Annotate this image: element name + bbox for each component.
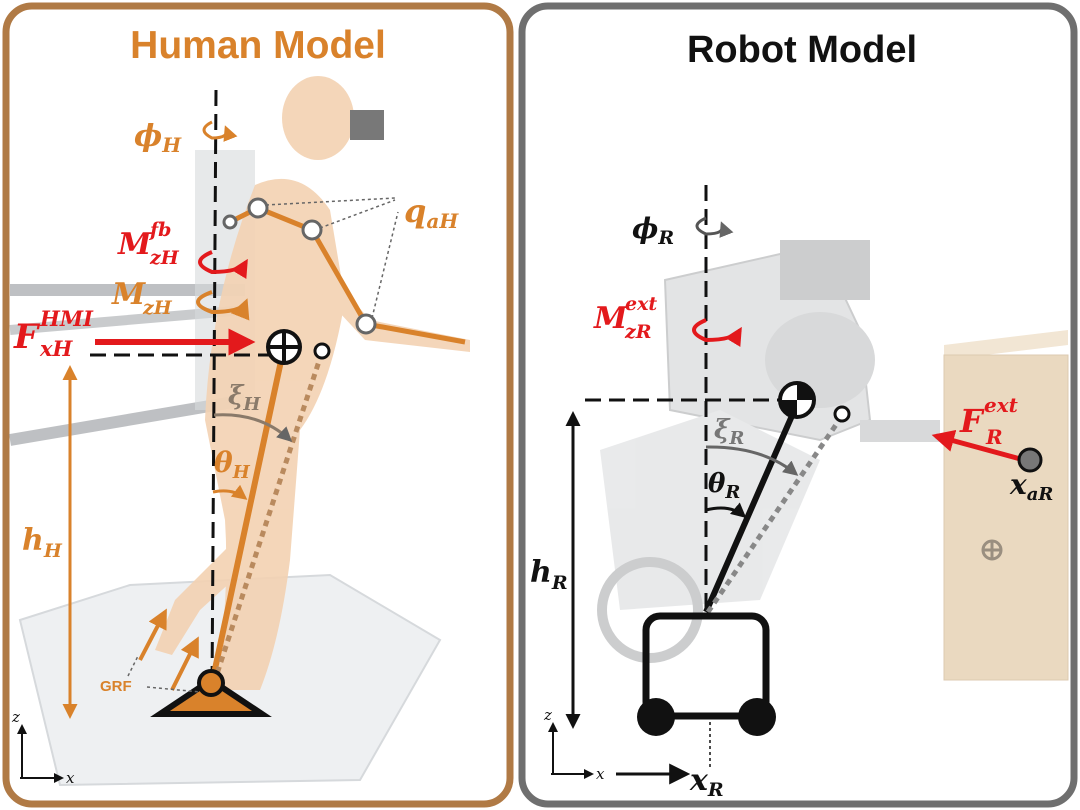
label-h-r: hR xyxy=(530,555,568,594)
grf-leader-2 xyxy=(146,686,201,693)
xi-h-arc xyxy=(213,413,293,443)
wheel-icon xyxy=(637,612,776,770)
robot-panel: Robot Model ϕR M ext zR F ext R ξR θR hR… xyxy=(518,2,1078,808)
svg-text:M: M xyxy=(593,301,628,336)
label-q-ah: qaH xyxy=(404,192,459,233)
m-z-rotation-icon xyxy=(196,290,250,321)
label-theta-r: θR xyxy=(708,469,740,503)
human-panel: Human Model ϕH qaH M fb zH M zH F HMI xH… xyxy=(2,2,514,808)
robot-axis-x-label: x xyxy=(596,765,605,783)
xi-r-arc xyxy=(705,445,799,476)
phi-h-rotation-icon xyxy=(202,120,238,142)
vertical-reference-line xyxy=(210,89,218,691)
theta-h-arc xyxy=(212,484,248,500)
f-ext-arrow xyxy=(931,429,1025,463)
grf-arrow-2 xyxy=(170,636,199,691)
svg-text:R: R xyxy=(985,425,1003,449)
label-xi-h: ξH xyxy=(228,381,261,415)
label-x-r: xR xyxy=(689,763,724,801)
label-x-ar: xaR xyxy=(1009,468,1053,505)
pendulum-link xyxy=(209,346,287,684)
label-xi-r: ξR xyxy=(714,415,744,449)
marker-point xyxy=(313,342,331,360)
svg-text:fb: fb xyxy=(148,219,171,241)
svg-text:HMI: HMI xyxy=(39,306,94,331)
arm-joints xyxy=(222,197,377,335)
m-fb-rotation-icon xyxy=(198,250,248,279)
svg-text:F: F xyxy=(959,402,985,440)
human-axis-x-label: x xyxy=(66,769,75,787)
robot-marker-point xyxy=(833,405,851,423)
label-f-ext: F ext R xyxy=(959,393,1019,449)
pendulum-dotted-link xyxy=(211,351,325,684)
label-f-hmi: F HMI xH xyxy=(13,306,94,361)
contact-point-icon xyxy=(1017,447,1043,473)
svg-text:F: F xyxy=(13,317,41,357)
svg-text:M: M xyxy=(117,227,152,262)
m-ext-rotation-icon xyxy=(692,318,742,347)
label-grf: GRF xyxy=(100,678,132,695)
robot-title: Robot Model xyxy=(687,29,917,71)
crate-icon xyxy=(943,330,1069,681)
svg-text:ext: ext xyxy=(625,293,657,315)
label-h-h: hH xyxy=(22,523,63,562)
label-m-z: M zH xyxy=(111,277,173,319)
robot-pendulum-link xyxy=(703,400,801,614)
q-leader-lines xyxy=(265,197,399,319)
grf-arrow-1 xyxy=(138,608,167,661)
pivot-triangle-icon xyxy=(150,669,272,717)
robot-center-of-mass-icon xyxy=(778,381,816,419)
svg-text:ext: ext xyxy=(984,393,1019,417)
center-of-mass-icon xyxy=(266,329,302,365)
human-axis-z-label: z xyxy=(11,708,20,726)
svg-text:xH: xH xyxy=(39,336,74,361)
label-m-ext: M ext zR xyxy=(593,293,657,343)
label-theta-h: θH xyxy=(214,446,251,483)
svg-text:zR: zR xyxy=(624,321,652,343)
svg-text:M: M xyxy=(111,277,146,312)
svg-text:zH: zH xyxy=(142,297,173,319)
robot-axis-z-label: z xyxy=(543,706,552,724)
human-title: Human Model xyxy=(130,24,386,67)
label-phi-r: ϕR xyxy=(632,212,674,249)
label-phi-h: ϕH xyxy=(134,119,182,157)
svg-text:zH: zH xyxy=(149,247,180,269)
grf-leader-1 xyxy=(127,655,139,677)
theta-r-arc xyxy=(705,502,747,518)
label-m-fb: M fb zH xyxy=(117,219,180,269)
phi-r-rotation-icon xyxy=(695,216,734,238)
